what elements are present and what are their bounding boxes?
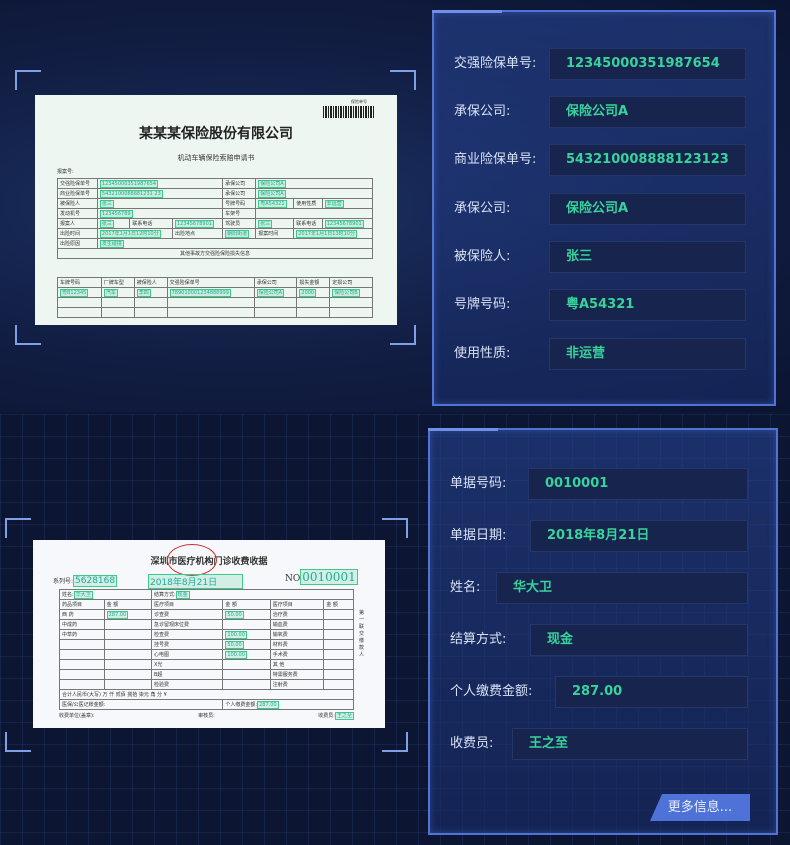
field-row: 交强险保单号: 12345000351987654: [434, 48, 774, 80]
field-value[interactable]: 非运营: [549, 338, 746, 370]
field-label: 收费员:: [450, 736, 494, 751]
field-label: 单据日期:: [450, 528, 507, 543]
more-info-button[interactable]: 更多信息...: [650, 794, 750, 821]
company-title: 某某某保险股份有限公司: [139, 126, 293, 142]
field-row: 结算方式: 现金: [430, 624, 776, 656]
field-value[interactable]: 保险公司A: [549, 193, 746, 225]
scan-frame-corner: [382, 518, 408, 538]
side-note: 第一联 交缴款人: [359, 610, 365, 658]
field-row: 收费员: 王之至: [430, 728, 776, 760]
receipt-date: 2018年8月21日: [148, 574, 243, 589]
scan-frame-corner: [15, 70, 41, 90]
scan-frame-corner: [382, 732, 408, 752]
field-row: 号牌号码: 粤A54321: [434, 289, 774, 321]
scan-frame-corner: [5, 732, 31, 752]
field-row: 承保公司: 保险公司A: [434, 96, 774, 128]
red-seal-stamp: [167, 544, 217, 576]
field-label: 交强险保单号:: [454, 56, 537, 71]
auditor-label: 审核员:: [198, 713, 215, 719]
field-row: 承保公司: 保险公司A: [434, 193, 774, 225]
serial-label: 系列号:: [53, 578, 74, 585]
field-row: 单据日期: 2018年8月21日: [430, 520, 776, 552]
panel-tab-decoration: [428, 428, 498, 436]
scan-frame-corner: [390, 325, 416, 345]
panel-tab-decoration: [432, 10, 502, 18]
field-label: 承保公司:: [454, 104, 511, 119]
insurance-claim-document: 保险单号 某某某保险股份有限公司 机动车辆保险索赔申请书 报案号: 交强险保单号…: [35, 95, 397, 325]
field-value[interactable]: 张三: [549, 241, 746, 273]
receipt-no: 0010001: [300, 569, 358, 585]
field-label: 被保险人:: [454, 249, 511, 264]
field-value[interactable]: 0010001: [528, 468, 748, 500]
receipt-info-panel: 单据号码: 0010001 单据日期: 2018年8月21日 姓名: 华大卫 结算方式…: [428, 428, 778, 835]
field-label: 号牌号码:: [454, 297, 511, 312]
scan-frame-corner: [390, 70, 416, 90]
scan-frame-corner: [5, 518, 31, 538]
cashier-label: 收费员:: [318, 713, 335, 719]
field-value[interactable]: 保险公司A: [549, 96, 746, 128]
report-no-label: 报案号:: [57, 169, 74, 175]
cashier-value: 王之至: [334, 712, 354, 720]
field-row: 个人缴费金额: 287.00: [430, 676, 776, 708]
field-value[interactable]: 543210008888123123: [549, 144, 746, 176]
field-label: 单据号码:: [450, 476, 507, 491]
barcode: [323, 106, 375, 118]
field-value[interactable]: 华大卫: [496, 572, 748, 604]
insurance-section: 保险单号 某某某保险股份有限公司 机动车辆保险索赔申请书 报案号: 交强险保单号…: [0, 0, 790, 412]
field-label: 结算方式:: [450, 632, 507, 647]
field-row: 使用性质: 非运营: [434, 338, 774, 370]
serial-value: 5628168: [73, 575, 118, 587]
no-label: NO: [285, 574, 301, 584]
field-label: 姓名:: [450, 580, 481, 595]
field-row: 商业险保单号: 543210008888123123: [434, 144, 774, 176]
unit-label: 收费单位(盖章):: [59, 713, 95, 719]
field-label: 承保公司:: [454, 201, 511, 216]
field-value[interactable]: 287.00: [555, 676, 748, 708]
field-row: 姓名: 华大卫: [430, 572, 776, 604]
field-label: 个人缴费金额:: [450, 684, 533, 699]
field-value[interactable]: 2018年8月21日: [530, 520, 748, 552]
scan-frame-corner: [15, 325, 41, 345]
field-value[interactable]: 12345000351987654: [549, 48, 746, 80]
field-row: 被保险人: 张三: [434, 241, 774, 273]
form-title: 机动车辆保险索赔申请书: [177, 154, 255, 162]
field-label: 使用性质:: [454, 346, 511, 361]
insurance-info-panel: 交强险保单号: 12345000351987654 承保公司: 保险公司A 商业险保…: [432, 10, 776, 406]
field-row: 单据号码: 0010001: [430, 468, 776, 500]
field-value[interactable]: 粤A54321: [549, 289, 746, 321]
field-value[interactable]: 现金: [530, 624, 748, 656]
field-label: 商业险保单号:: [454, 152, 537, 167]
field-value[interactable]: 王之至: [512, 728, 748, 760]
barcode-label: 保险单号: [351, 99, 367, 104]
